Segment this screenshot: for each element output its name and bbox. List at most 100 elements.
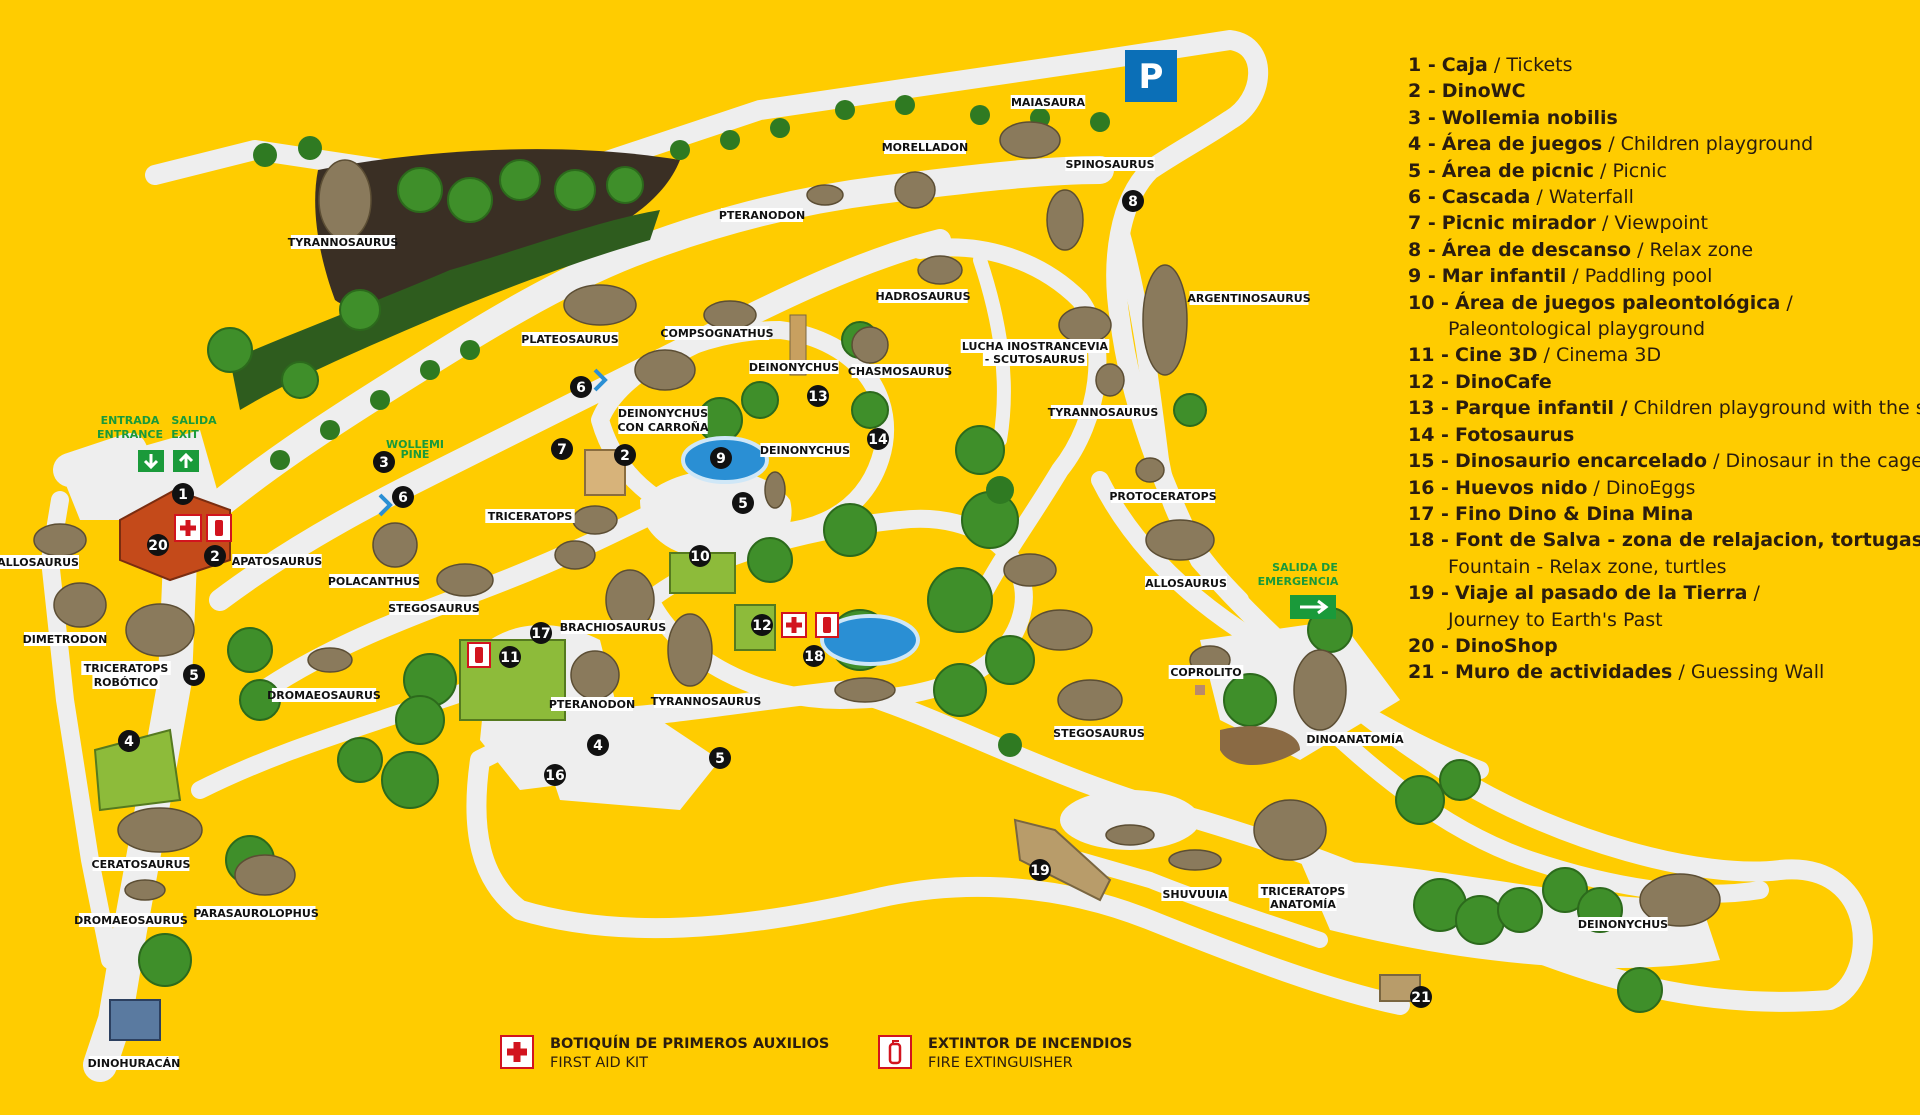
map-label-text: APATOSAURUS — [232, 555, 323, 568]
map-label-background — [521, 332, 619, 346]
legend-name-es: Fino Dino & Dina Mina — [1455, 502, 1694, 525]
map-number-marker: 14 — [867, 428, 889, 450]
map-label-background — [760, 443, 850, 457]
map-label-text: ANATOMÍA — [1270, 898, 1336, 911]
marker-circle — [614, 444, 636, 466]
legend-name-en-continued: Paleontological playground — [1448, 318, 1706, 341]
map-label-background — [551, 697, 633, 711]
map-label-background — [618, 420, 708, 434]
legend-name-en: / Waterfall — [1530, 186, 1634, 209]
marker-number: 8 — [1128, 194, 1138, 210]
map-label: TRICERATOPS — [485, 509, 575, 523]
map-label: TYRANNOSAURUS — [651, 694, 761, 708]
legend-name-en: / Tickets — [1487, 54, 1573, 76]
legend-name-en: / Cinema 3D — [1537, 344, 1662, 367]
map-label-background — [1189, 291, 1309, 305]
map-label-background — [560, 620, 666, 634]
marker-circle — [570, 376, 592, 398]
map-label-text: PROTOCERATOPS — [1109, 490, 1216, 503]
svg-text:EMERGENCIA: EMERGENCIA — [1258, 575, 1339, 588]
marker-circle — [1122, 190, 1144, 212]
dinosaur-figures — [33, 121, 1721, 927]
map-label: POLACANTHUS — [328, 574, 420, 588]
map-label: PINE — [401, 448, 430, 461]
legend-name-en: / Guessing Wall — [1672, 661, 1825, 684]
legend-item: 21 - Muro de actividades / Guessing Wall — [1408, 659, 1918, 685]
legend-name-en: / DinoEggs — [1587, 476, 1696, 499]
parking-sign: P — [1125, 50, 1177, 102]
map-number-marker: 12 — [751, 614, 773, 636]
legend-name-es: Área de juegos paleontológica — [1455, 291, 1781, 314]
map-label-background — [389, 601, 479, 615]
map-label-background — [78, 913, 184, 927]
extinguisher-label-en: FIRE EXTINGUISHER — [928, 1055, 1073, 1071]
marker-circle — [544, 764, 566, 786]
map-label: DROMAEOSAURUS — [267, 688, 381, 702]
marker-circle — [499, 646, 521, 668]
map-label: - SCUTOSAURUS — [982, 352, 1088, 366]
map-label-background — [89, 1056, 179, 1070]
marker-circle — [118, 730, 140, 752]
map-label: COMPSOGNATHUS — [660, 326, 774, 340]
map-label: TRICERATOPS — [81, 661, 171, 675]
marker-circle — [147, 534, 169, 556]
attraction-labels: TYRANNOSAURUSMAIASAURAMORELLADONSPINOSAU… — [0, 95, 1668, 1070]
map-label: ARGENTINOSAURUS — [1187, 291, 1311, 305]
map-number-marker: 3 — [373, 451, 395, 473]
map-label-text: POLACANTHUS — [328, 575, 420, 588]
map-label: TYRANNOSAURUS — [288, 235, 399, 249]
map-number-marker: 13 — [807, 385, 829, 407]
marker-number: 4 — [124, 734, 134, 750]
legend-name-es: Parque infantil / — [1455, 397, 1628, 420]
marker-circle — [732, 492, 754, 514]
map-label-text: TRICERATOPS — [84, 662, 169, 675]
legend-name-es: Viaje al pasado de la Tierra — [1455, 582, 1748, 605]
map-label-background — [1110, 489, 1216, 503]
map-label: STEGOSAURUS — [388, 601, 480, 615]
map-label-background — [1054, 726, 1144, 740]
map-label-background — [749, 360, 839, 374]
map-number-marker: 20 — [147, 534, 169, 556]
map-label-background — [664, 326, 770, 340]
first-aid-cross-icon — [786, 617, 802, 633]
legend-number: 21 - — [1408, 661, 1449, 684]
map-label-text: PARASAUROLOPHUS — [193, 907, 319, 920]
map-label-background — [960, 339, 1110, 353]
legend-name-es: Mar infantil — [1441, 265, 1567, 288]
legend-name-en: / Children playground — [1602, 133, 1814, 156]
map-label: BRACHIOSAURUS — [560, 620, 666, 634]
map-label-background — [290, 235, 396, 249]
map-label-background — [653, 694, 759, 708]
map-label-background — [1306, 732, 1404, 746]
legend-item: 16 - Huevos nido / DinoEggs — [1408, 475, 1918, 501]
legend-item: 15 - Dinosaurio encarcelado / Dinosaur i… — [1408, 448, 1920, 474]
map-label-text: SPINOSAURUS — [1066, 158, 1155, 171]
trees — [138, 159, 1663, 1013]
marker-number: 3 — [379, 455, 389, 471]
map-label-text: TYRANNOSAURUS — [288, 236, 399, 249]
map-label-background — [271, 688, 377, 702]
legend-number: 17 - — [1408, 502, 1449, 525]
map-label-text: DINOHURACÁN — [88, 1057, 181, 1070]
map-label-background — [329, 574, 419, 588]
map-label-background — [618, 406, 708, 420]
marker-circle — [183, 664, 205, 686]
marker-number: 2 — [620, 448, 630, 464]
marker-circle — [710, 447, 732, 469]
legend-number: 15 - — [1408, 450, 1449, 473]
map-label: PROTOCERATOPS — [1109, 489, 1217, 503]
map-number-marker: 5 — [732, 492, 754, 514]
legend-number: 19 - — [1408, 582, 1449, 605]
map-label-text: ALLOSAURUS — [0, 556, 79, 569]
legend-number: 7 - — [1408, 212, 1436, 235]
marker-number: 21 — [1411, 990, 1430, 1006]
map-label-background — [1010, 95, 1086, 109]
legend-name-es: Picnic mirador — [1441, 212, 1596, 235]
marker-number: 6 — [398, 490, 408, 506]
legend-item: 6 - Cascada / Waterfall — [1408, 184, 1918, 210]
map-label: TYRANNOSAURUS — [1048, 405, 1158, 419]
map-label-text: STEGOSAURUS — [388, 602, 480, 615]
fire-extinguisher-icon — [215, 520, 223, 536]
legend-item: 12 - DinoCafe — [1408, 369, 1918, 395]
